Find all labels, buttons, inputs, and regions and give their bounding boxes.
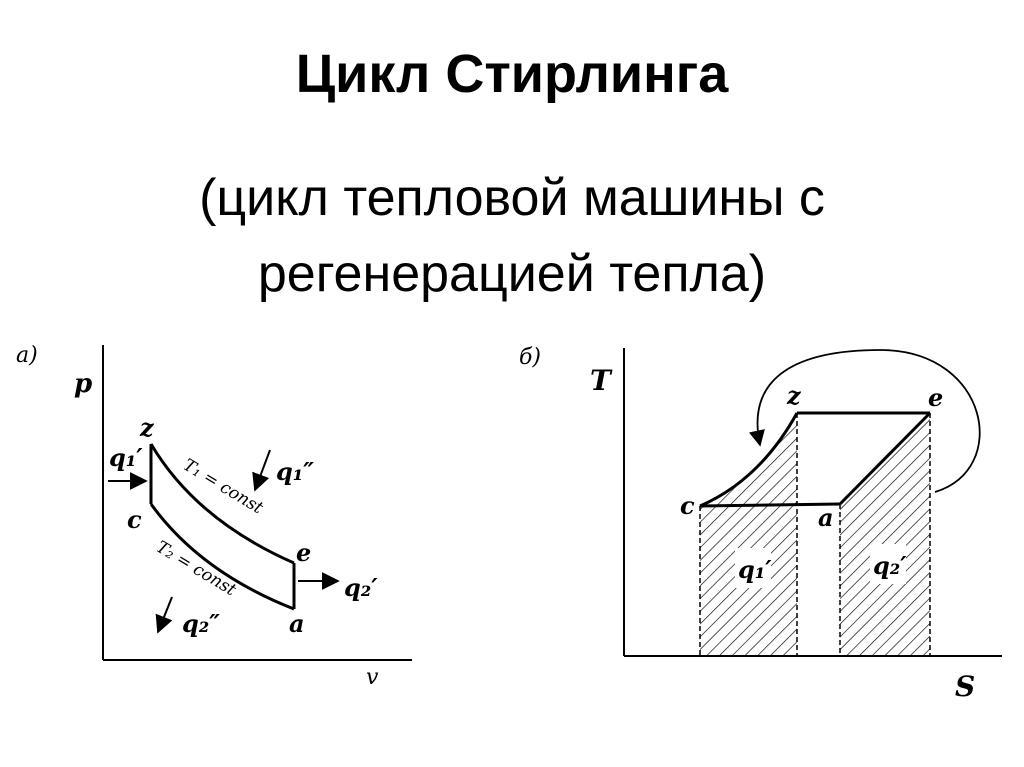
ts-point-c: c xyxy=(680,491,695,520)
pv-y-axis-label: p xyxy=(74,369,92,399)
pv-q2-double-label: q₂″ xyxy=(182,609,220,638)
pv-isotherm-high-label: T₁ = const xyxy=(179,455,266,518)
pv-point-a: a xyxy=(289,609,305,638)
ts-isochore-left xyxy=(699,412,799,508)
ts-isochore-right xyxy=(838,411,932,506)
ts-panel-label: б) xyxy=(519,345,541,370)
pv-q1-double-arrow xyxy=(252,449,271,492)
pv-isotherm-low-label: T₂ = const xyxy=(152,537,239,600)
ts-area-q1-label: q₁′ xyxy=(738,555,772,584)
ts-isotherm-low xyxy=(699,502,841,508)
pv-point-z: z xyxy=(139,413,155,442)
pv-q2-prime-label: q₂′ xyxy=(344,573,378,602)
ts-point-e: e xyxy=(928,383,943,412)
ts-regeneration-arrow xyxy=(749,349,981,493)
ts-x-axis-label: S xyxy=(955,670,975,703)
pv-q1-double-label: q₁″ xyxy=(276,457,314,486)
pv-isotherm-high xyxy=(149,443,295,565)
ts-area-q2-label-bg xyxy=(870,544,906,584)
pv-panel-label: а) xyxy=(16,343,38,368)
pv-point-e: e xyxy=(296,538,311,567)
ts-area-q2-hatch xyxy=(840,413,930,656)
ts-y-axis-label: T xyxy=(590,364,613,397)
pv-q1-prime-label: q₁′ xyxy=(109,443,143,472)
ts-point-z: z xyxy=(786,381,802,410)
pv-isotherm-low xyxy=(149,503,295,611)
ts-area-q1-hatch xyxy=(700,413,797,656)
pv-x-axis-label: v xyxy=(366,665,379,690)
pv-q2-double-arrow xyxy=(155,596,173,634)
slide-subtitle: (цикл тепловой машины с регенерацией теп… xyxy=(199,169,825,303)
ts-area-q2-label: q₂′ xyxy=(873,551,907,580)
pv-point-c: c xyxy=(127,505,142,534)
ts-area-q1-label-bg xyxy=(735,548,771,588)
slide-title: Цикл Стирлинга xyxy=(295,44,729,104)
ts-point-a: a xyxy=(818,503,834,532)
